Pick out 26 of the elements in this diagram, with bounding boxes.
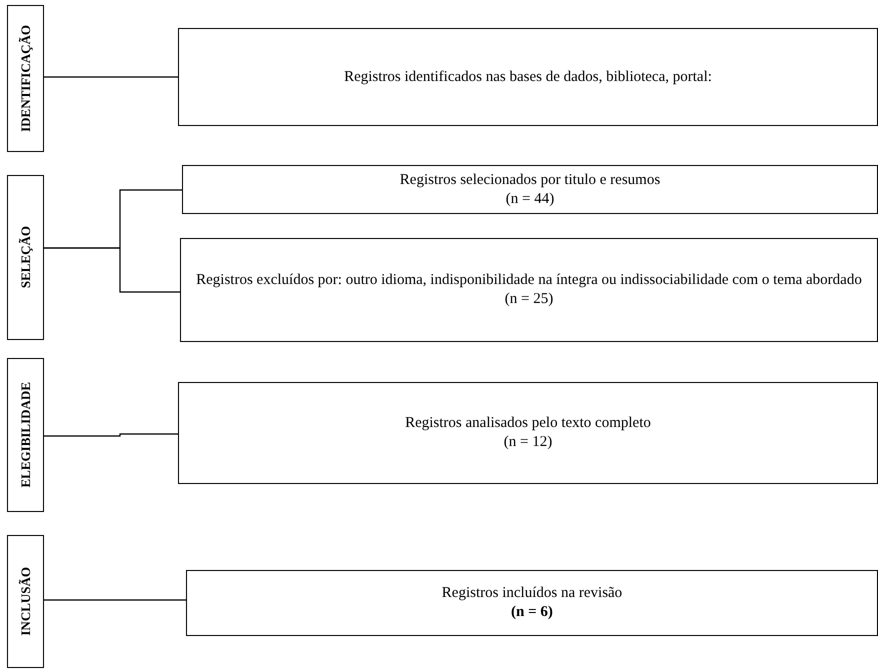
stage-label-box [7, 5, 44, 152]
stage-label-box [7, 175, 44, 340]
process-box [180, 238, 878, 342]
box-text: Registros analisados pelo texto completo [404, 414, 652, 433]
box-text: (n = 44) [504, 190, 556, 208]
process-box [178, 382, 878, 484]
process-box [178, 28, 878, 126]
box-text: (n = 12) [502, 433, 554, 452]
box-text: (n = 6) [510, 603, 554, 622]
connector-line [44, 433, 178, 437]
stage-label-box [7, 358, 44, 512]
process-box [182, 165, 878, 214]
stage-label: SELEÇÃO [18, 226, 34, 289]
connector-line [44, 247, 180, 293]
box-text: Registros incluídos na revisão [440, 584, 624, 603]
connector-line [44, 76, 178, 78]
connector-line [44, 599, 186, 601]
box-text: Registros excluídos por: outro idioma, indisponibilidade na íntegra ou indissociabilidade com o tema abordado [195, 271, 863, 290]
stage-label: INCLUSÃO [18, 567, 34, 636]
stage-label: ELEGIBILIDADE [18, 382, 34, 488]
box-text: (n = 25) [504, 290, 554, 309]
stage-label: IDENTIFICAÇÃO [18, 25, 34, 132]
process-box [186, 570, 878, 636]
box-text: Registros selecionados por titulo e resumos [398, 170, 662, 190]
box-text: Registros identificados nas bases de dados, biblioteca, portal: [343, 68, 713, 86]
stage-label-box [7, 535, 44, 668]
